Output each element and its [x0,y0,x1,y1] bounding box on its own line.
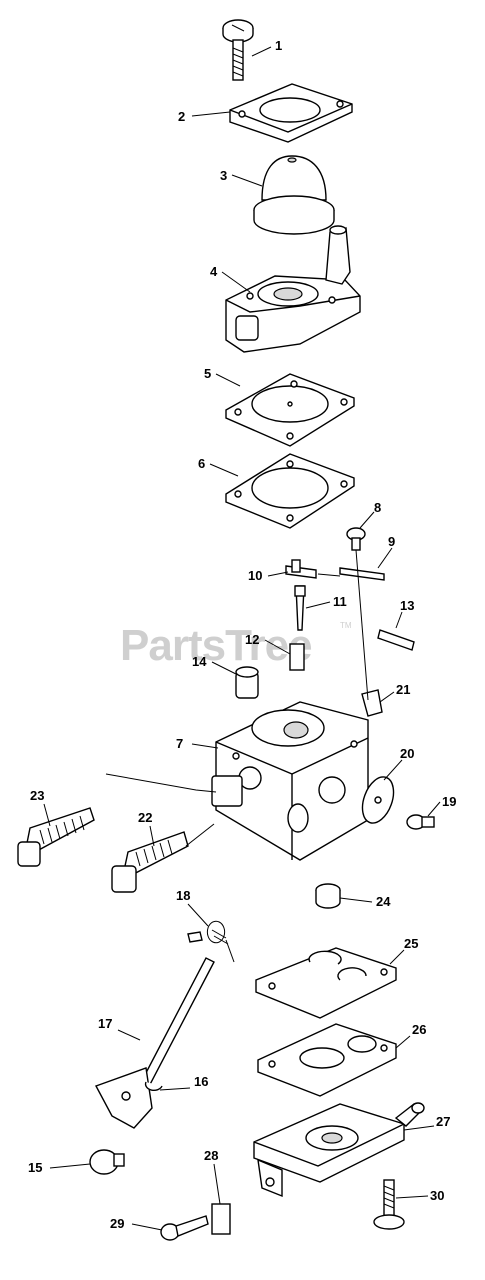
callout-23[interactable]: 23 [30,788,44,803]
callout-22[interactable]: 22 [138,810,152,825]
part-26-metering-diaphragm[interactable] [257,1023,397,1097]
callout-26[interactable]: 26 [412,1022,426,1037]
part-6-pump-gasket[interactable] [225,453,355,529]
part-20-disc[interactable] [357,773,400,828]
callout-28[interactable]: 28 [204,1148,218,1163]
watermark-trademark: TM [340,621,352,630]
callout-9[interactable]: 9 [388,534,395,549]
part-13-pin[interactable] [377,629,415,651]
part-7-carburetor-body[interactable] [211,701,369,861]
callout-18[interactable]: 18 [176,888,190,903]
part-3-primer-bulb[interactable] [253,155,335,235]
callout-12-13-placeholder[interactable]: 13 [400,598,414,613]
part-14-welch-plug[interactable] [235,666,259,699]
part-25-metering-gasket[interactable] [255,947,397,1019]
part-10-metering-lever[interactable] [285,559,317,579]
callout-21[interactable]: 21 [396,682,410,697]
callout-15[interactable]: 15 [28,1160,42,1175]
part-24-plug[interactable] [315,883,341,909]
callout-1[interactable]: 1 [275,38,282,53]
callout-5[interactable]: 5 [204,366,211,381]
part-9-pin[interactable] [339,567,385,581]
part-4-primer-housing[interactable] [225,225,361,353]
callout-19[interactable]: 19 [442,794,456,809]
callout-7[interactable]: 7 [176,736,183,751]
callout-6[interactable]: 6 [198,456,205,471]
callout-20[interactable]: 20 [400,746,414,761]
callout-2[interactable]: 2 [178,109,185,124]
part-11-inlet-needle[interactable] [294,585,306,631]
part-15-knob[interactable] [89,1149,125,1175]
callout-25[interactable]: 25 [404,936,418,951]
part-19-screw[interactable] [406,814,435,830]
callout-17[interactable]: 17 [98,1016,112,1031]
callout-30[interactable]: 30 [430,1188,444,1203]
callout-4[interactable]: 4 [210,264,218,279]
callout-12[interactable]: 12 [245,632,259,647]
part-8-screw[interactable] [346,527,366,551]
part-28-spring[interactable] [211,1203,231,1235]
part-16-e-clip[interactable] [144,1081,163,1091]
callout-16[interactable]: 16 [194,1074,208,1089]
part-18-return-spring[interactable] [187,920,235,963]
part-29-screw[interactable] [160,1215,209,1241]
callout-8[interactable]: 8 [374,500,381,515]
callout-29[interactable]: 29 [110,1216,124,1231]
callout-10[interactable]: 10 [248,568,262,583]
part-23-adjusting-screw[interactable] [17,807,95,867]
part-17-throttle-shaft[interactable] [95,957,215,1129]
part-12-metering-spring[interactable] [289,643,305,671]
leader-lines [43,46,441,1231]
callout-labels: 1 2 3 4 5 6 7 8 9 10 11 13 12 14 21 20 1… [28,38,456,1231]
part-2-cover-plate[interactable] [229,83,353,143]
callout-24[interactable]: 24 [376,894,391,909]
watermark-text: PartsTree [120,621,312,670]
part-1-screw[interactable] [222,19,254,81]
part-5-pump-diaphragm[interactable] [225,373,355,447]
part-27-pump-cover[interactable] [253,1102,425,1198]
part-22-adjusting-screw[interactable] [111,831,189,893]
part-21-clip[interactable] [361,689,383,717]
callout-27[interactable]: 27 [436,1114,450,1129]
part-30-screw[interactable] [373,1179,405,1230]
callout-11[interactable]: 11 [333,594,347,609]
callout-14[interactable]: 14 [192,654,207,669]
callout-3[interactable]: 3 [220,168,227,183]
